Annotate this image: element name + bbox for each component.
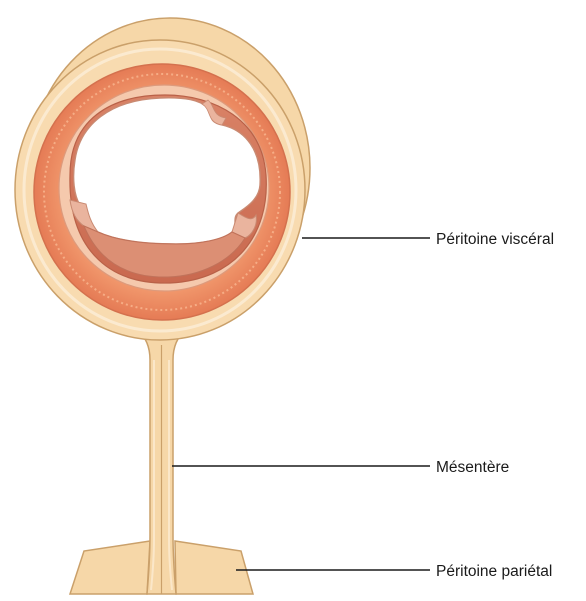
intestine (15, 18, 310, 340)
label-parietal-peritoneum: Péritoine pariétal (436, 563, 552, 580)
label-visceral-peritoneum: Péritoine viscéral (436, 231, 554, 248)
parietal-flap-right (175, 541, 253, 594)
parietal-flap-left (70, 541, 150, 594)
label-mesentery: Mésentère (436, 459, 509, 476)
